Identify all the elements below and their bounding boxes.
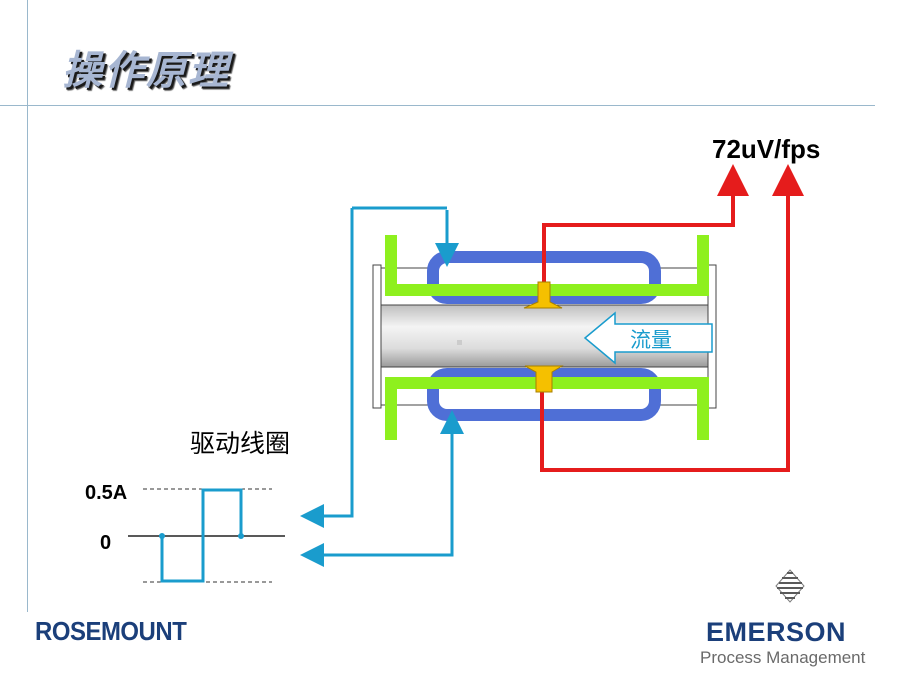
pipe-flange-left bbox=[372, 264, 382, 409]
drive-wire-bottom bbox=[300, 428, 454, 567]
center-marker bbox=[457, 340, 462, 345]
wave-dot-left bbox=[159, 533, 165, 539]
square-wave bbox=[160, 488, 243, 583]
title-divider-line bbox=[0, 105, 875, 106]
drive-coil-label: 驱动线圈 bbox=[190, 429, 291, 458]
signal-wire-bottom bbox=[540, 164, 804, 472]
page-title: 操作原理 bbox=[62, 48, 230, 94]
emerson-logo-icon bbox=[775, 569, 805, 603]
rosemount-logo: ROSEMOUNT bbox=[35, 616, 187, 646]
left-divider-line bbox=[27, 0, 28, 612]
wave-dot-right bbox=[238, 533, 244, 539]
electrode-bottom bbox=[524, 365, 564, 393]
signal-wire-top bbox=[542, 164, 749, 290]
flow-arrow bbox=[583, 311, 713, 365]
signal-output-label: 72uV/fps bbox=[712, 134, 821, 164]
emerson-logo: EMERSON bbox=[706, 617, 847, 647]
current-high-label: 0.5A bbox=[85, 482, 128, 504]
process-management-tagline: Process Management bbox=[700, 648, 866, 667]
electrode-top bbox=[523, 281, 563, 309]
flow-label: 流量 bbox=[630, 328, 672, 352]
drive-wire-top-down bbox=[300, 208, 354, 528]
current-zero-label: 0 bbox=[100, 532, 112, 554]
